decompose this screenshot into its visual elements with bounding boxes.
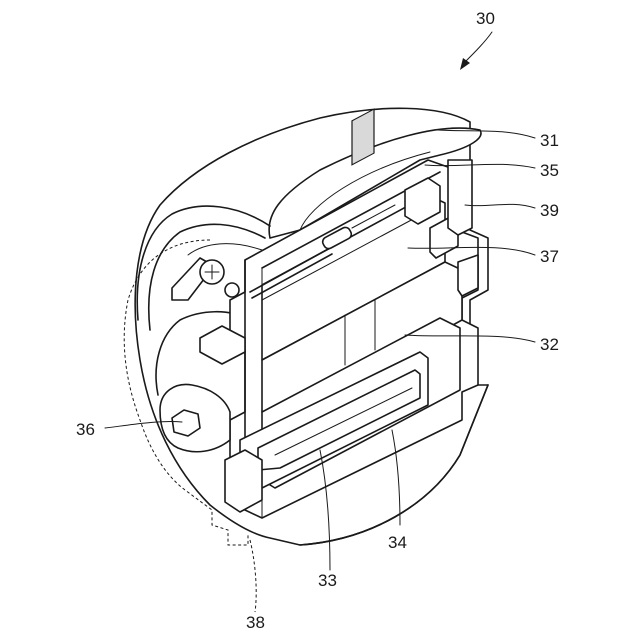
numeral-34: 34 bbox=[388, 533, 407, 552]
numeral-37: 37 bbox=[540, 247, 559, 266]
arrow-30 bbox=[460, 32, 492, 70]
numeral-31: 31 bbox=[540, 131, 559, 150]
numeral-38: 38 bbox=[246, 613, 265, 632]
numeral-32: 32 bbox=[540, 335, 559, 354]
numeral-33: 33 bbox=[318, 571, 337, 590]
numeral-36: 36 bbox=[76, 420, 95, 439]
numeral-39: 39 bbox=[540, 201, 559, 220]
numeral-35: 35 bbox=[540, 161, 559, 180]
numeral-30: 30 bbox=[476, 9, 495, 28]
